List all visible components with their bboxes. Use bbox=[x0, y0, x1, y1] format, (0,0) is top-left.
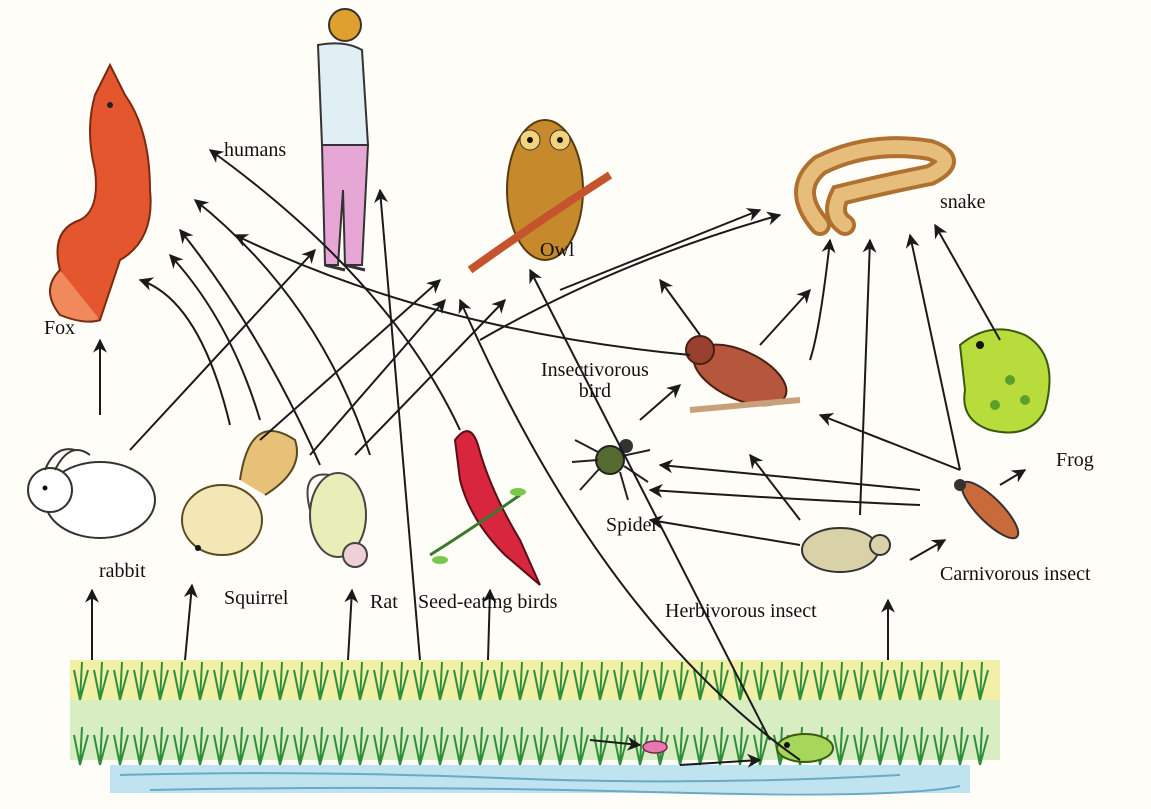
label-fox: Fox bbox=[44, 318, 75, 338]
rabbit-icon bbox=[28, 449, 155, 538]
label-snake: snake bbox=[940, 192, 986, 212]
feeding-arrow bbox=[760, 290, 810, 345]
label-insectivorous-bird-line1: Insectivorous bbox=[541, 360, 649, 381]
spider-icon bbox=[572, 439, 650, 500]
carnivorous-insect-icon bbox=[954, 475, 1025, 546]
feeding-arrow bbox=[185, 585, 192, 660]
feeding-arrow bbox=[810, 240, 830, 360]
label-insectivorous-bird-line2: bird bbox=[541, 381, 649, 402]
seed-eating-bird-icon bbox=[430, 431, 540, 585]
frog-icon bbox=[960, 329, 1050, 432]
label-seed-eating-birds: Seed-eating birds bbox=[418, 592, 557, 612]
feeding-arrow bbox=[560, 210, 760, 290]
feeding-arrow bbox=[935, 225, 1000, 340]
feeding-arrow bbox=[860, 240, 870, 515]
rat-icon bbox=[308, 473, 368, 567]
feeding-arrow bbox=[140, 280, 230, 425]
fish-icon bbox=[777, 734, 833, 762]
label-rabbit: rabbit bbox=[99, 561, 146, 581]
squirrel-icon bbox=[182, 431, 297, 555]
feeding-arrow bbox=[820, 415, 960, 470]
feeding-arrow bbox=[650, 520, 800, 545]
feeding-arrow bbox=[660, 465, 920, 490]
label-owl: Owl bbox=[540, 240, 574, 260]
feeding-arrow bbox=[348, 590, 352, 660]
label-squirrel: Squirrel bbox=[224, 588, 288, 608]
feeding-arrow bbox=[235, 235, 690, 355]
label-spider: Spider bbox=[606, 515, 658, 535]
feeding-arrow bbox=[130, 250, 315, 450]
label-insectivorous-bird: Insectivorous bird bbox=[541, 360, 649, 402]
label-herbivorous-insect: Herbivorous insect bbox=[665, 601, 817, 621]
shrimp-icon bbox=[643, 741, 667, 753]
feeding-arrow bbox=[380, 190, 420, 660]
feeding-arrow bbox=[750, 455, 800, 520]
insectivorous-bird-icon bbox=[685, 332, 800, 418]
feeding-arrow bbox=[910, 540, 945, 560]
fox-icon bbox=[50, 65, 151, 322]
snake-icon bbox=[805, 147, 945, 225]
label-carnivorous-insect: Carnivorous insect bbox=[940, 564, 1091, 584]
feeding-arrow bbox=[650, 490, 920, 505]
feeding-arrow bbox=[910, 235, 960, 470]
feeding-arrow bbox=[180, 230, 320, 465]
herbivorous-insect-icon bbox=[802, 528, 890, 572]
label-humans: humans bbox=[224, 140, 286, 160]
feeding-arrow bbox=[170, 255, 260, 420]
feeding-arrow bbox=[1000, 470, 1025, 485]
label-frog: Frog bbox=[1056, 450, 1094, 470]
human-icon bbox=[318, 9, 368, 270]
label-rat: Rat bbox=[370, 592, 398, 612]
feeding-arrow bbox=[660, 280, 700, 335]
